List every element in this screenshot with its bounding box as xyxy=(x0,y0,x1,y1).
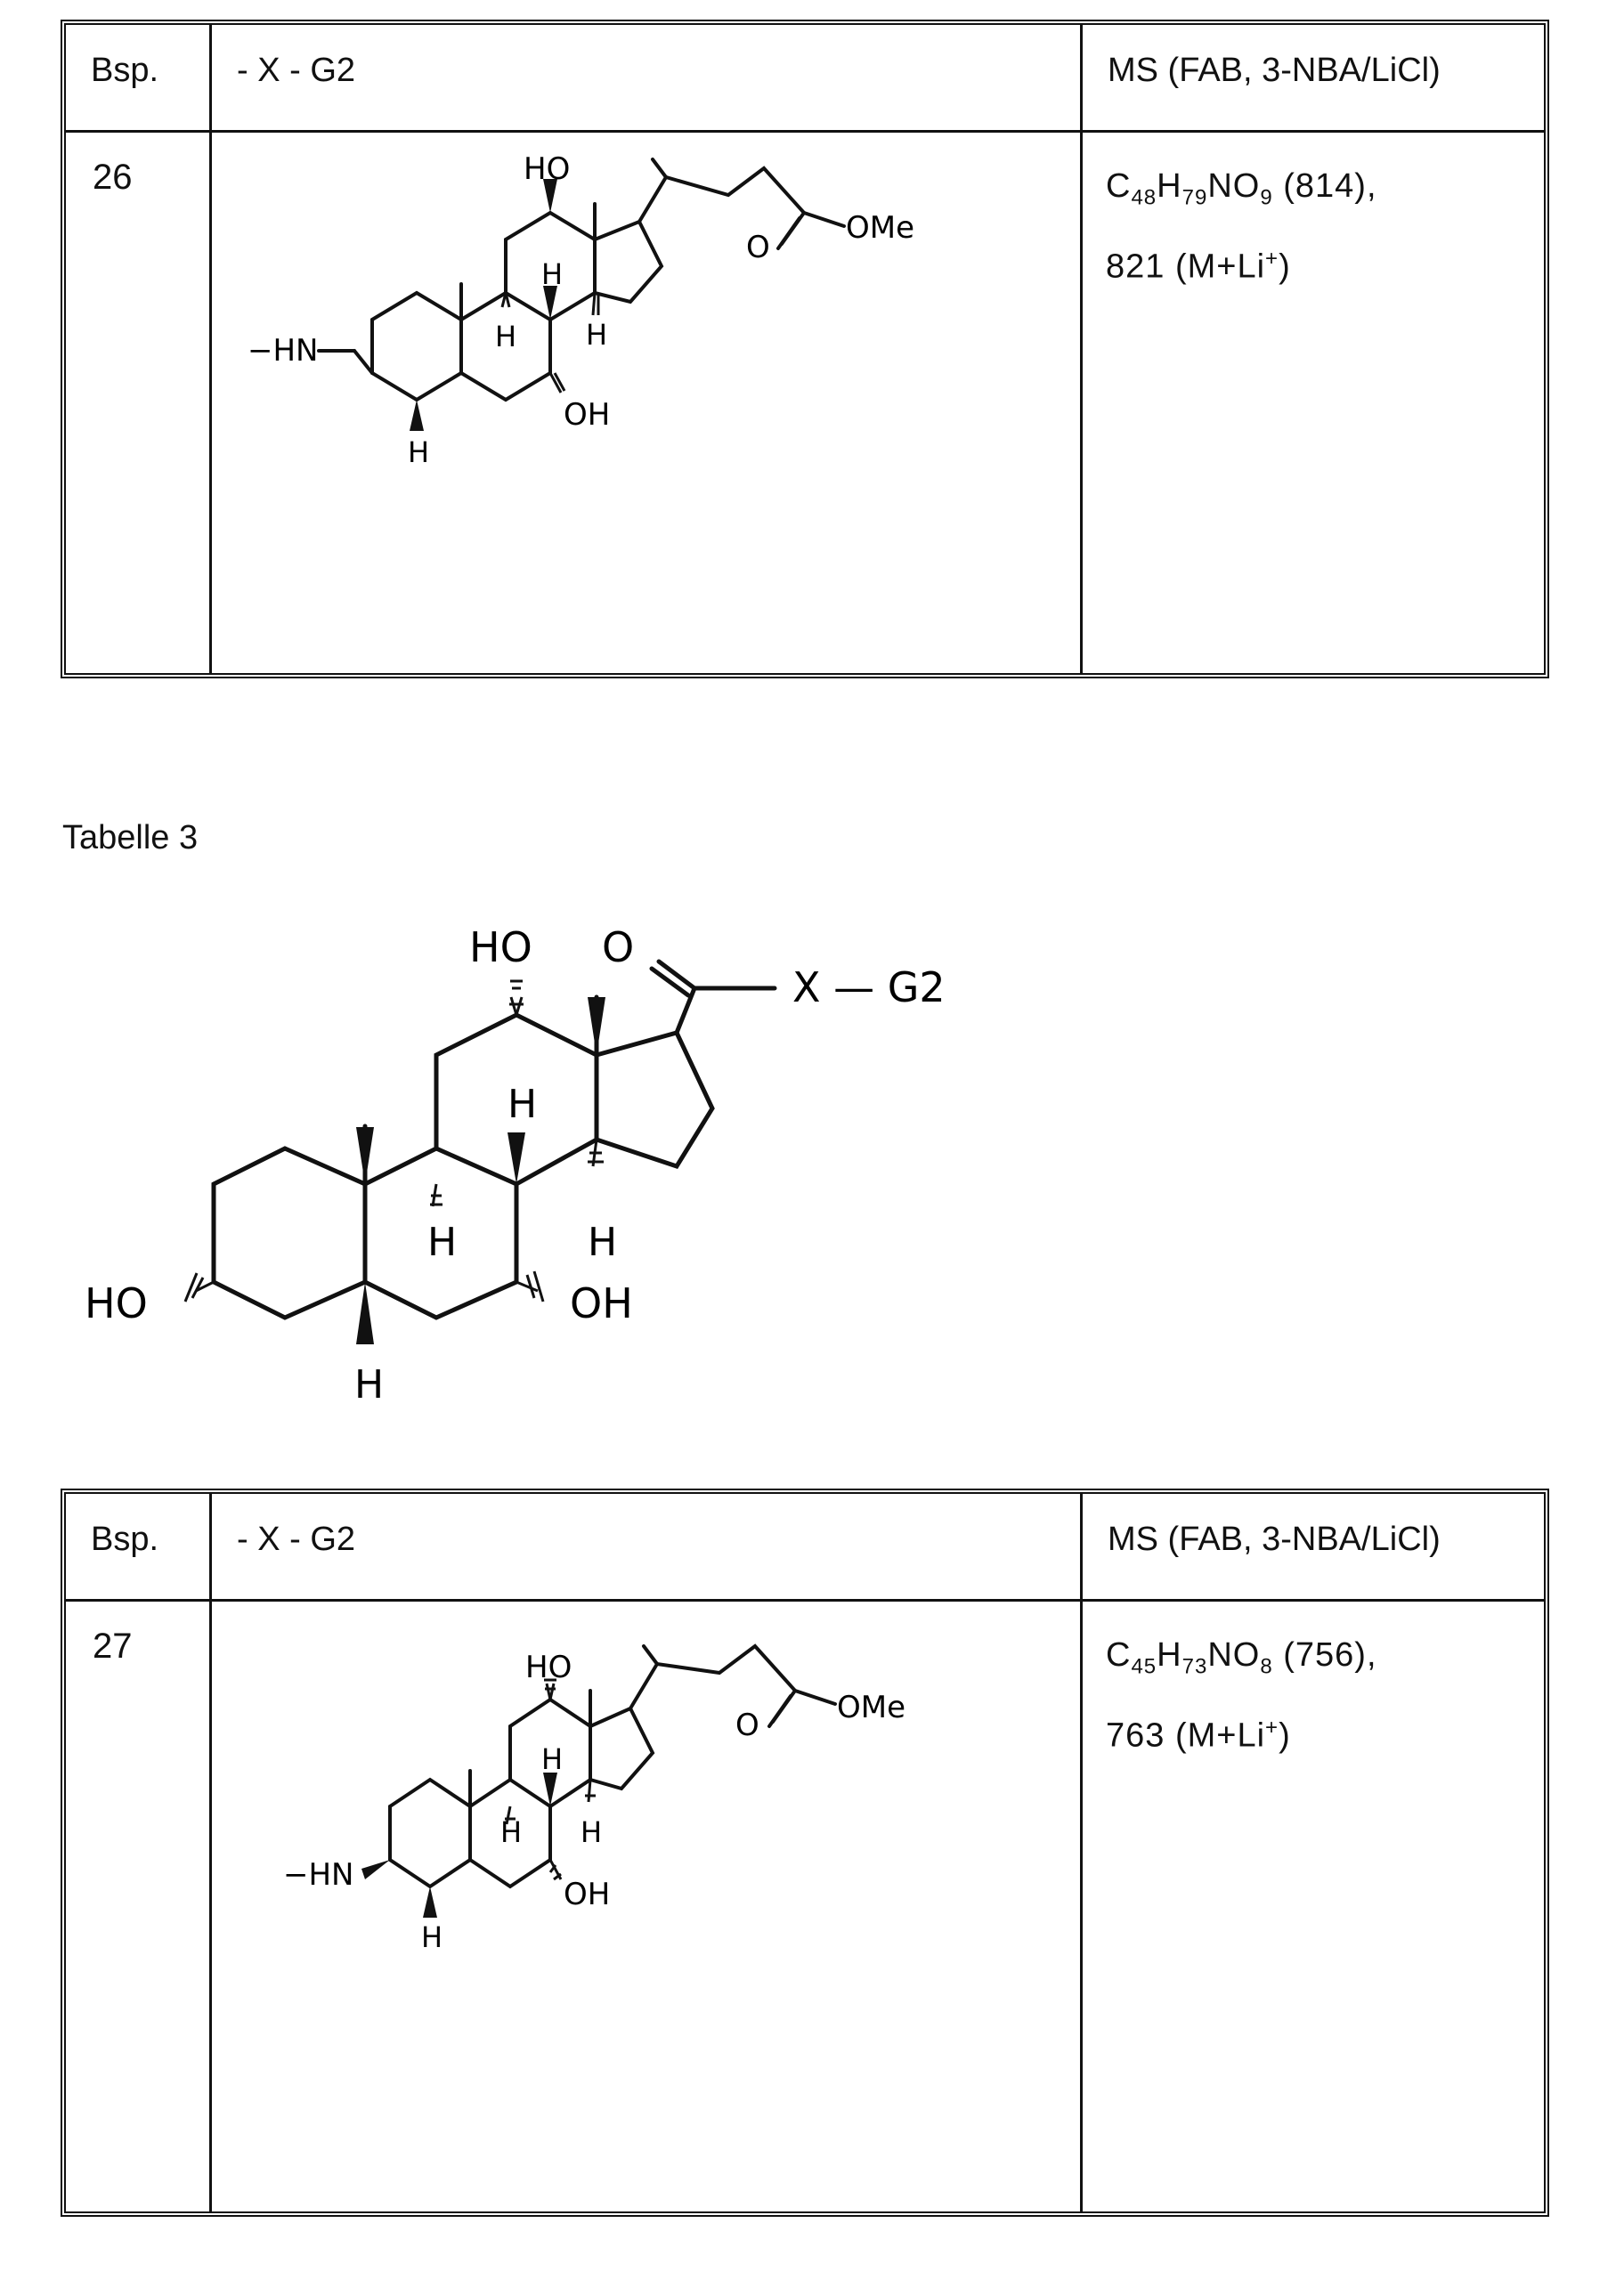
hn-label: −HN xyxy=(248,333,319,369)
ome-label: OMe xyxy=(846,210,914,246)
table-header-row: Bsp. - X - G2 MS (FAB, 3-NBA/LiCl) xyxy=(66,1494,1544,1602)
header-bsp: Bsp. xyxy=(66,1494,212,1599)
h9-label: H xyxy=(500,1815,522,1849)
header-bsp: Bsp. xyxy=(66,25,212,130)
ms-formula: C48H79NO9 (814), xyxy=(1106,156,1544,229)
oh7-label: OH xyxy=(564,1877,610,1912)
h8-wedge xyxy=(508,1132,525,1184)
h5-wedge xyxy=(356,1282,374,1344)
hn-label: −HN xyxy=(283,1857,354,1893)
scaffold-structure: HO O X — G2 H H H HO OH H xyxy=(71,899,1051,1433)
header-x-g2: - X - G2 xyxy=(212,25,1083,130)
ho12-label: HO xyxy=(469,923,532,971)
header-ms: MS (FAB, 3-NBA/LiCl) xyxy=(1083,1494,1544,1599)
ms-formula: C45H73NO8 (756), xyxy=(1106,1625,1544,1698)
table-example-27: Bsp. - X - G2 MS (FAB, 3-NBA/LiCl) 27 xyxy=(61,1489,1549,2217)
h5-label: H xyxy=(408,435,429,469)
h8-label: H xyxy=(541,1742,563,1776)
example-number: 27 xyxy=(66,1602,212,2211)
ome-label: OMe xyxy=(837,1690,905,1725)
h14-label: H xyxy=(586,318,607,352)
table-caption: Tabelle 3 xyxy=(62,819,198,857)
header-x-g2: - X - G2 xyxy=(212,1494,1083,1599)
header-ms: MS (FAB, 3-NBA/LiCl) xyxy=(1083,25,1544,130)
ho12-label: HO xyxy=(525,1650,572,1685)
table-row: 26 xyxy=(66,133,1544,673)
ester-o-label: O xyxy=(735,1708,759,1743)
table-example-26: Bsp. - X - G2 MS (FAB, 3-NBA/LiCl) 26 xyxy=(61,20,1549,678)
ho3-label: HO xyxy=(85,1279,148,1327)
h5-label: H xyxy=(421,1920,443,1954)
x-g2-label: X — G2 xyxy=(792,963,946,1011)
ms-mass: 763 (M+Li+) xyxy=(1106,1698,1544,1766)
ho12-label: HO xyxy=(524,151,570,187)
structure-cell: HO O OMe H H H OH H −HN xyxy=(212,1602,1083,2211)
h9-label: H xyxy=(495,320,516,353)
example-number: 26 xyxy=(66,133,212,673)
hn-wedge xyxy=(361,1860,390,1879)
table-header-row: Bsp. - X - G2 MS (FAB, 3-NBA/LiCl) xyxy=(66,25,1544,133)
carbonyl-o-label: O xyxy=(602,923,634,971)
h5-label: H xyxy=(354,1362,384,1408)
oh7-label: OH xyxy=(570,1279,633,1327)
ms-data: C48H79NO9 (814), 821 (M+Li+) xyxy=(1083,133,1544,673)
table-row: 27 xyxy=(66,1602,1544,2211)
ester-o-label: O xyxy=(746,230,770,265)
h8-label: H xyxy=(508,1082,537,1127)
h8-label: H xyxy=(541,257,563,291)
h9-label: H xyxy=(427,1220,457,1265)
h14-label: H xyxy=(588,1220,617,1265)
ms-mass: 821 (M+Li+) xyxy=(1106,229,1544,297)
h14-label: H xyxy=(581,1815,602,1849)
structure-diagram: HO O OMe H H H OH H −HN xyxy=(212,1602,1083,2136)
structure-cell: HO O OMe H H H OH H −HN xyxy=(212,133,1083,673)
ms-data: C45H73NO8 (756), 763 (M+Li+) xyxy=(1083,1602,1544,2211)
structure-diagram: HO O OMe H H H OH H −HN xyxy=(212,133,1083,667)
oh7-label: OH xyxy=(564,397,610,433)
